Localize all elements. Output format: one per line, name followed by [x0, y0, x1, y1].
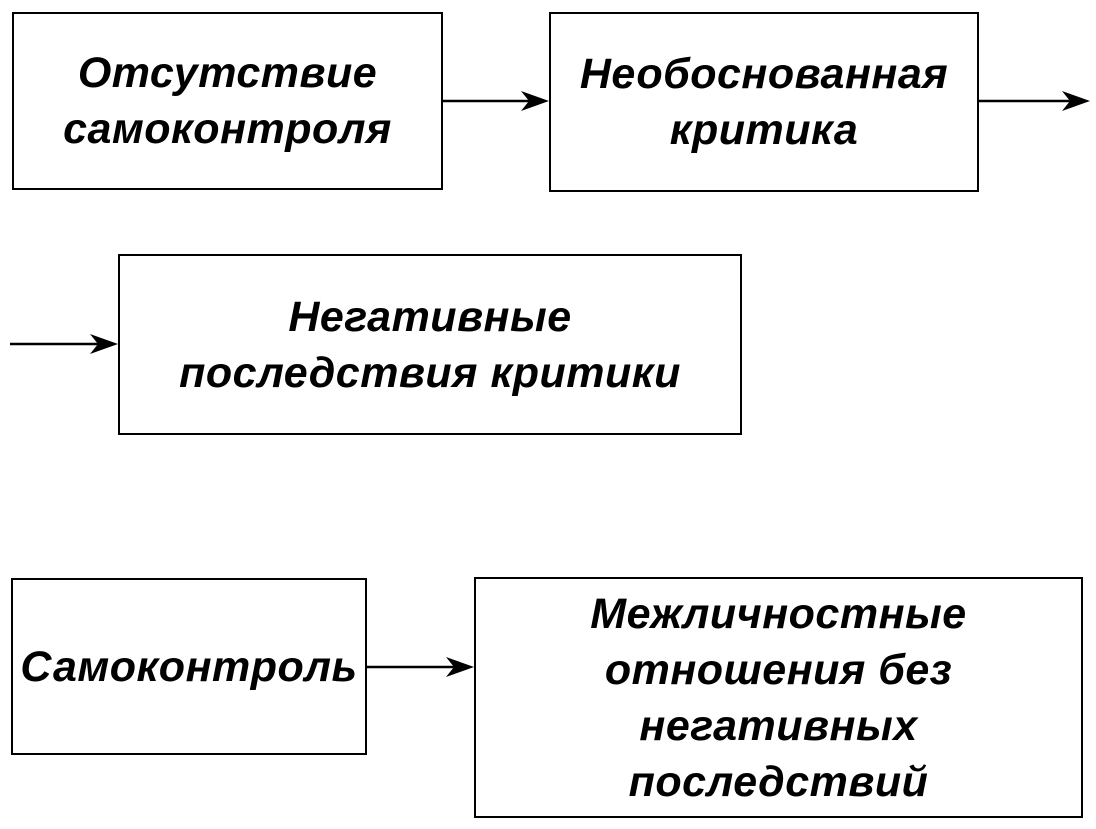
arrow-selfcontrol-to-relations: [367, 657, 474, 677]
node-unjustified-criticism: Необоснованная критика: [549, 12, 979, 192]
node-self-control: Самоконтроль: [11, 578, 367, 755]
node-label-line: самоконтроля: [63, 105, 392, 153]
arrow-left-edge-to-consequences: [10, 334, 118, 354]
node-label-line: критика: [669, 106, 859, 154]
node-lack-of-self-control: Отсутствие самоконтроля: [12, 12, 443, 190]
node-label-line: Межличностные: [590, 589, 967, 638]
node-label-line: отношения без негативных: [604, 645, 953, 750]
node-label: Самоконтроль: [13, 639, 365, 695]
node-label: Межличностные отношения без негативных п…: [476, 586, 1081, 810]
node-label-line: последствия критики: [179, 348, 681, 397]
arrow-criticism-to-right-edge: [979, 91, 1090, 111]
node-label-line: Отсутствие: [77, 49, 378, 97]
node-label-line: Самоконтроль: [20, 642, 358, 691]
node-label-line: последствий: [628, 757, 929, 806]
arrow-lack-to-criticism: [443, 91, 549, 111]
node-label: Негативные последствия критики: [120, 289, 740, 401]
node-label-line: Необоснованная: [579, 50, 949, 98]
node-label: Необоснованная критика: [551, 46, 977, 158]
node-label: Отсутствие самоконтроля: [14, 45, 441, 157]
node-relations-without-consequences: Межличностные отношения без негативных п…: [474, 577, 1083, 818]
node-label-line: Негативные: [288, 292, 572, 341]
node-negative-consequences: Негативные последствия критики: [118, 254, 742, 435]
